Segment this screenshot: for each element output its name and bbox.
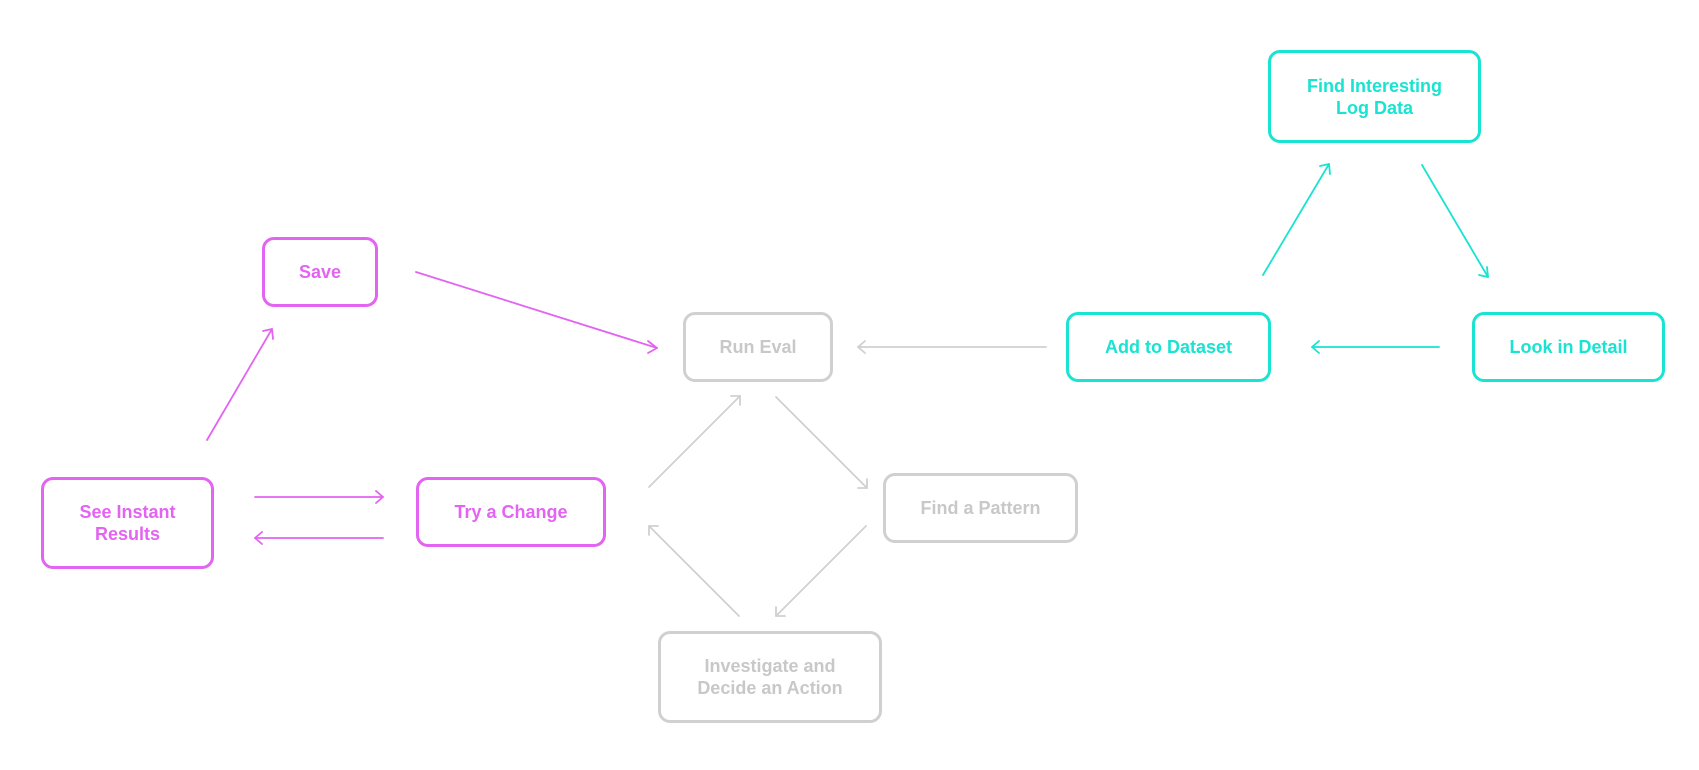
node-find-a-pattern-label: Find a Pattern — [920, 498, 1041, 518]
node-find-interesting-log-data: Find Interesting Log Data — [1268, 50, 1481, 143]
node-see-instant-results: See Instant Results — [41, 477, 214, 569]
arrow-find-pattern-to-investigate — [775, 525, 867, 617]
arrow-try-change-to-run-eval — [648, 395, 741, 488]
node-try-a-change-label: Try a Change — [454, 502, 568, 522]
node-see-instant-results-label: See Instant Results — [79, 502, 176, 544]
node-investigate-label: Investigate and Decide an Action — [697, 656, 843, 698]
node-add-to-dataset-label: Add to Dataset — [1104, 337, 1232, 357]
node-try-a-change: Try a Change — [416, 477, 606, 547]
node-save-label: Save — [298, 262, 342, 282]
gray-arrows — [648, 340, 1047, 617]
arrow-see-results-to-try-change — [254, 490, 384, 504]
arrow-investigate-to-try-change — [648, 525, 740, 617]
node-run-eval-label: Run Eval — [719, 337, 797, 357]
arrow-look-detail-to-add-dataset — [1311, 340, 1440, 354]
magenta-arrows — [206, 271, 658, 545]
arrow-try-change-to-see-results — [254, 531, 384, 545]
node-save: Save — [262, 237, 378, 307]
node-find-a-pattern: Find a Pattern — [883, 473, 1078, 543]
arrow-add-dataset-to-find-interesting — [1262, 163, 1331, 276]
arrow-run-eval-to-find-pattern — [775, 396, 868, 489]
node-run-eval: Run Eval — [683, 312, 833, 382]
node-look-in-detail: Look in Detail — [1472, 312, 1665, 382]
arrow-save-to-run-eval — [415, 271, 658, 354]
cyan-arrows — [1262, 163, 1489, 354]
node-look-in-detail-label: Look in Detail — [1509, 337, 1628, 357]
arrow-add-dataset-to-run-eval — [857, 340, 1047, 354]
arrow-see-results-to-save — [206, 328, 274, 441]
node-find-interesting-log-data-label: Find Interesting Log Data — [1307, 75, 1442, 118]
node-add-to-dataset: Add to Dataset — [1066, 312, 1271, 382]
arrow-find-interesting-to-look-detail — [1421, 164, 1489, 278]
node-investigate: Investigate and Decide an Action — [658, 631, 882, 723]
